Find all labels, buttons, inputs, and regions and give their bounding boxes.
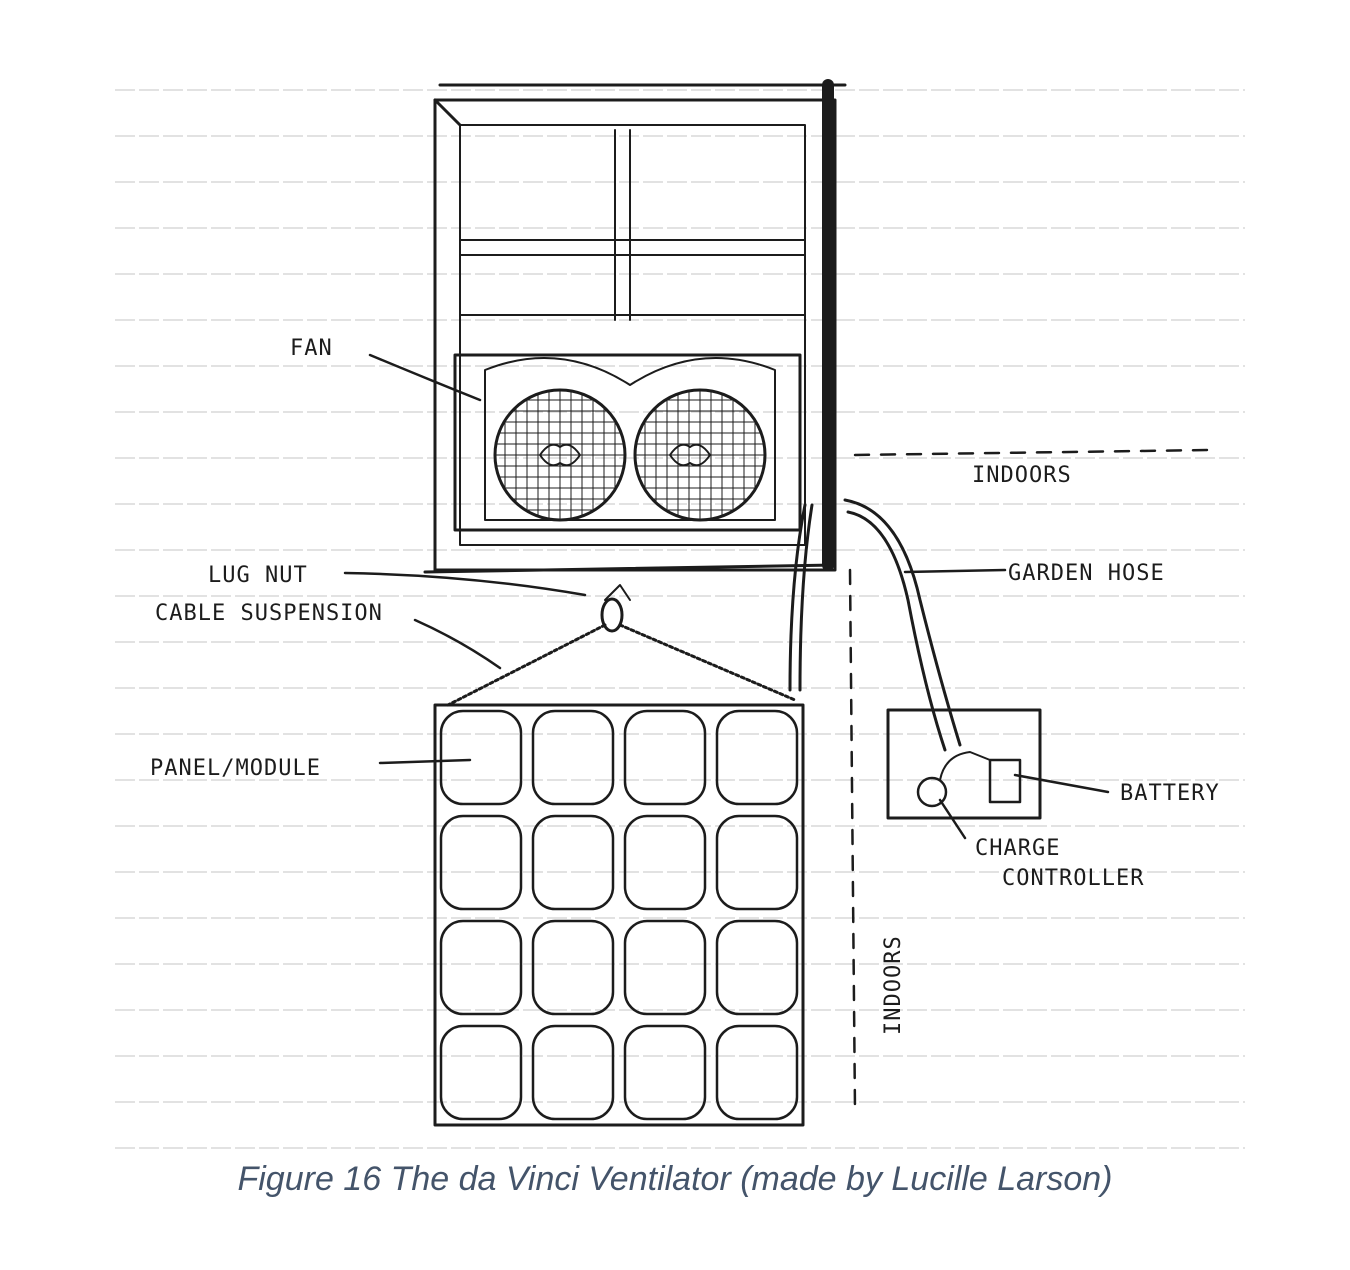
solar-cell xyxy=(623,919,707,1016)
solar-panel xyxy=(433,703,805,1127)
lug-nut xyxy=(600,584,631,633)
label-garden-hose: GARDEN HOSE xyxy=(1008,561,1165,586)
solar-cell xyxy=(715,814,799,911)
solar-cell xyxy=(531,709,615,806)
solar-cell xyxy=(439,814,523,911)
solar-cell xyxy=(715,709,799,806)
label-lug-nut: LUG NUT xyxy=(208,563,308,588)
battery-box xyxy=(886,708,1042,820)
solar-cell xyxy=(715,1024,799,1121)
notebook-lines xyxy=(115,89,1245,1149)
figure-caption: Figure 16 The da Vinci Ventilator (made … xyxy=(237,1160,1113,1198)
indoor-boundary xyxy=(848,448,1212,1112)
solar-cell xyxy=(531,1024,615,1121)
label-fan: FAN xyxy=(290,336,333,361)
solar-cell xyxy=(531,814,615,911)
window xyxy=(423,79,847,574)
label-charge-controller-2: CONTROLLER xyxy=(1002,866,1144,891)
solar-cell xyxy=(531,919,615,1016)
label-cable-suspension: CABLE SUSPENSION xyxy=(155,601,383,626)
label-indoors-side: INDOORS xyxy=(881,935,906,1035)
label-battery: BATTERY xyxy=(1120,781,1220,806)
solar-cell xyxy=(623,814,707,911)
cable-suspension xyxy=(446,623,797,707)
fan xyxy=(453,353,802,532)
solar-cell xyxy=(439,709,523,806)
label-charge-controller-1: CHARGE xyxy=(975,836,1060,861)
label-panel-module: PANEL/MODULE xyxy=(150,756,321,781)
solar-cell xyxy=(439,919,523,1016)
panel-cable xyxy=(788,503,814,692)
leader-lines xyxy=(343,353,1110,840)
garden-hose xyxy=(843,498,962,752)
solar-cell xyxy=(623,709,707,806)
solar-cell xyxy=(439,1024,523,1121)
solar-cell xyxy=(715,919,799,1016)
solar-cell xyxy=(623,1024,707,1121)
label-indoors-top: INDOORS xyxy=(972,463,1072,488)
